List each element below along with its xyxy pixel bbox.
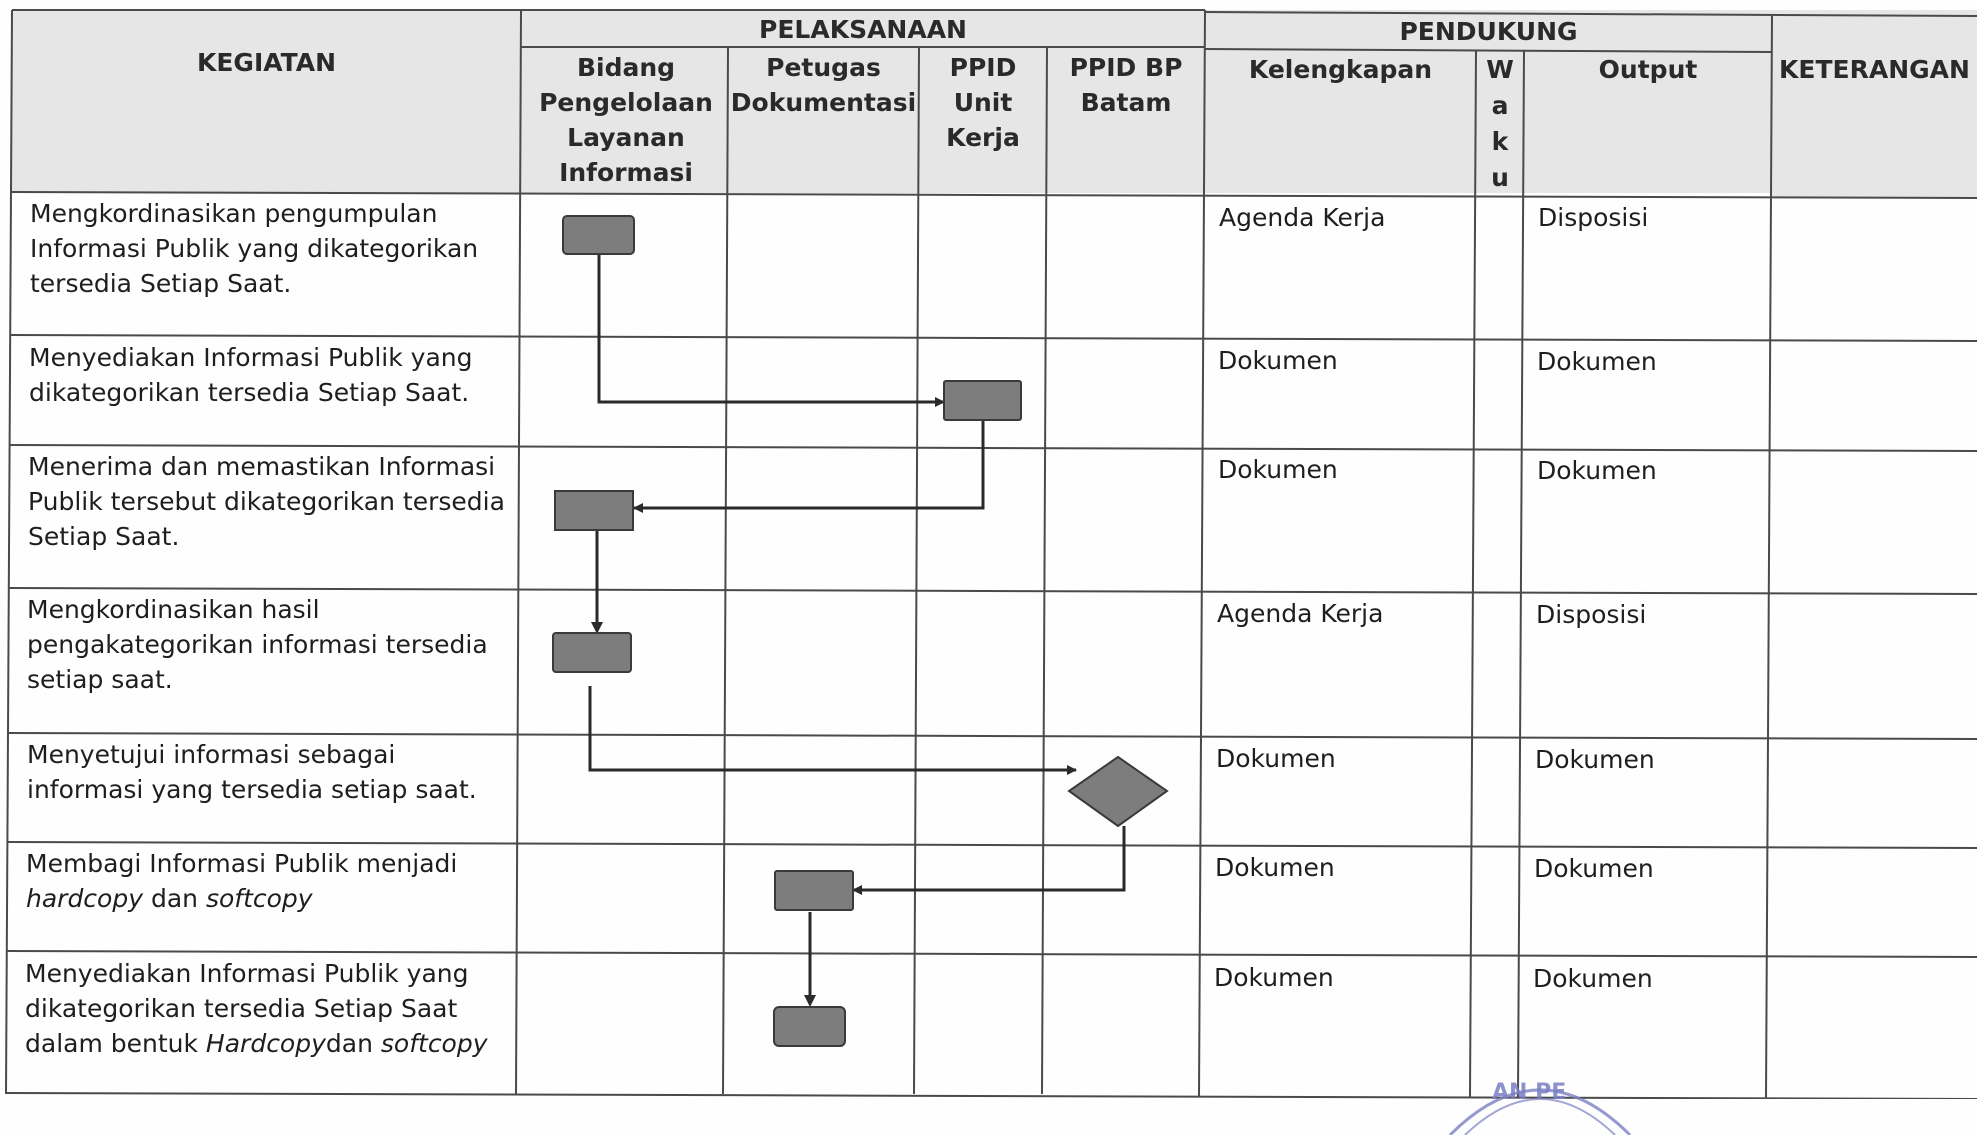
row-7-kelengkapan: Dokumen	[1214, 963, 1334, 992]
header-kelengkapan: Kelengkapan	[1248, 55, 1433, 84]
process-box-1	[562, 215, 635, 255]
row-1-kegiatan: Mengkordinasikan pengumpulan Informasi P…	[30, 199, 479, 298]
process-box-6	[773, 1006, 846, 1047]
header-pelaksanaan: PELAKSANAAN	[759, 15, 967, 44]
header-waktu-letter: a	[1491, 91, 1509, 120]
flow-connector-1	[597, 254, 945, 407]
row-1-output: Disposisi	[1538, 203, 1649, 232]
row-6-kegiatan-text: dan	[143, 884, 206, 913]
row-2-kegiatan: Menyediakan Informasi Publik yang dikate…	[29, 343, 473, 407]
flow-connector-2	[633, 420, 985, 513]
row-7-kegiatan-italic: softcopy	[380, 1029, 488, 1058]
flowchart	[552, 215, 1169, 1047]
arrowhead-down-icon	[804, 995, 816, 1007]
sop-flowchart-page: KEGIATAN PELAKSANAAN PENDUKUNG KETERANGA…	[5, 9, 1977, 1135]
process-box-5	[774, 870, 854, 911]
header-kegiatan: KEGIATAN	[196, 48, 337, 77]
decision-diamond	[1067, 755, 1169, 828]
row-6-kegiatan-text: Membagi Informasi Publik menjadi	[26, 849, 458, 878]
header-bidang-pengelolaan: Bidang Pengelolaan Layanan Informasi	[539, 53, 713, 187]
row-5-kegiatan: Menyetujui informasi sebagai informasi y…	[27, 740, 477, 804]
row-6-kelengkapan: Dokumen	[1215, 853, 1335, 882]
row-7-output: Dokumen	[1533, 964, 1653, 993]
row-2-kelengkapan: Dokumen	[1218, 346, 1338, 375]
row-6-kegiatan: Membagi Informasi Publik menjadi hardcop…	[8, 842, 517, 916]
stamp-text: AN PE	[1492, 1080, 1566, 1105]
row-2-output: Dokumen	[1537, 347, 1657, 376]
row-7-kegiatan-text: Menyediakan Informasi Publik yang dikate…	[25, 959, 469, 1058]
header-waktu-letter: W	[1486, 55, 1514, 84]
row-3-kelengkapan: Dokumen	[1218, 455, 1338, 484]
table-grid	[5, 9, 1977, 1099]
row-3-output: Dokumen	[1537, 456, 1657, 485]
arrowhead-down-icon	[591, 622, 603, 634]
row-6-output: Dokumen	[1534, 854, 1654, 883]
process-box-2	[943, 380, 1022, 421]
header-keterangan: KETERANGAN	[1779, 55, 1970, 84]
header-output: Output	[1598, 55, 1698, 84]
row-1-kelengkapan: Agenda Kerja	[1219, 203, 1386, 232]
flow-connector-5	[852, 826, 1126, 895]
keterangan-header-background	[1772, 15, 1977, 198]
row-6-kegiatan-italic: hardcopy	[26, 884, 144, 913]
process-box-4	[552, 632, 632, 673]
row-5-output: Dokumen	[1535, 745, 1655, 774]
row-4-kelengkapan: Agenda Kerja	[1217, 599, 1384, 628]
header-pendukung: PENDUKUNG	[1399, 17, 1578, 46]
row-5-kelengkapan: Dokumen	[1216, 744, 1336, 773]
row-7-kegiatan-text: dan	[325, 1029, 381, 1058]
process-box-3	[554, 490, 634, 531]
header-background	[12, 10, 1977, 193]
row-3-kegiatan: Menerima dan memastikan Informasi Publik…	[28, 452, 505, 551]
row-4-kegiatan: Mengkordinasikan hasil pengakategorikan …	[27, 595, 488, 694]
row-7-kegiatan: Menyediakan Informasi Publik yang dikate…	[7, 952, 516, 1061]
header-waktu: W a k u	[1476, 52, 1524, 196]
row-7-kegiatan-italic: Hardcopy	[205, 1029, 326, 1058]
flow-connector-4	[588, 686, 1077, 775]
row-4-output: Disposisi	[1536, 600, 1647, 629]
header-waktu-letter: u	[1491, 163, 1509, 192]
header-waktu-letter: k	[1491, 127, 1509, 156]
official-stamp: AN PE	[1448, 1080, 1632, 1135]
header-ppid-unit-kerja: PPID Unit Kerja	[946, 53, 1020, 152]
row-6-kegiatan-italic: softcopy	[205, 884, 313, 913]
header-petugas-dokumentasi: Petugas Dokumentasi	[730, 53, 917, 117]
header-ppid-bp-batam: PPID BP Batam	[1069, 53, 1183, 117]
